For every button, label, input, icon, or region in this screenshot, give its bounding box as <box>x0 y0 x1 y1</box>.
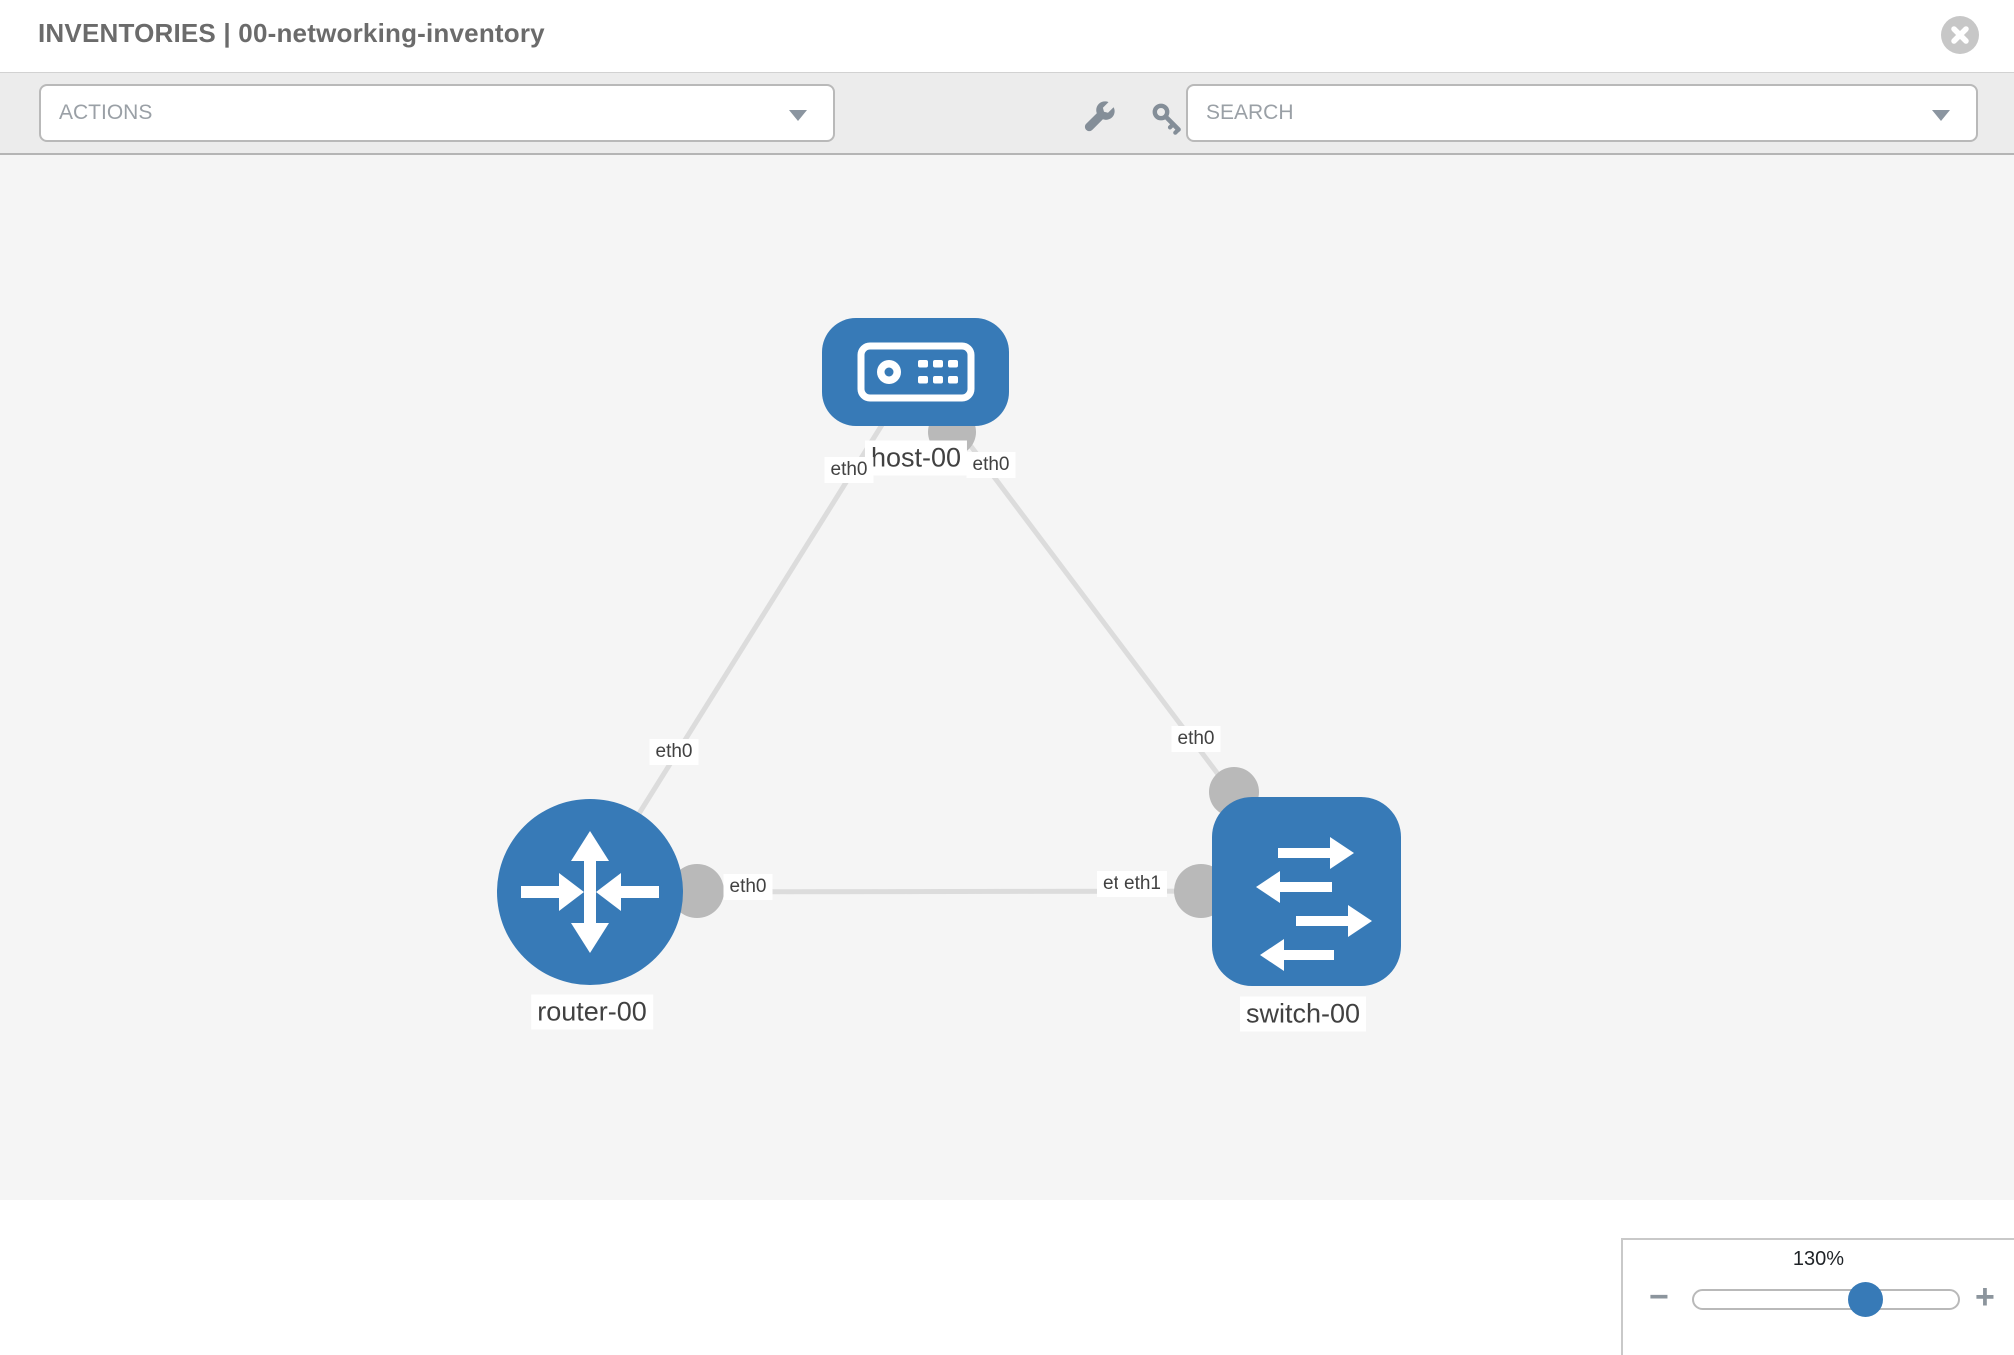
page-title: INVENTORIES | 00-networking-inventory <box>38 18 545 48</box>
close-icon <box>1951 26 1969 44</box>
wrench-icon[interactable] <box>1083 101 1117 135</box>
if-label-switch-to-router: eth1 <box>1118 871 1167 897</box>
if-label-router-to-host: eth0 <box>649 739 699 765</box>
if-label-host-to-switch: eth0 <box>966 452 1016 478</box>
actions-dropdown[interactable]: ACTIONS <box>39 84 835 142</box>
switch-icon <box>1256 837 1372 971</box>
node-label-host: host-00 <box>864 440 968 476</box>
close-button[interactable] <box>1941 16 1979 54</box>
chevron-down-icon <box>789 110 807 121</box>
zoom-out-button[interactable]: − <box>1649 1278 1669 1316</box>
interface-connectors <box>670 408 1259 918</box>
zoom-in-button[interactable]: + <box>1975 1278 1995 1316</box>
zoom-slider-thumb[interactable] <box>1848 1282 1883 1317</box>
chevron-down-icon <box>1932 110 1950 121</box>
header-bar: INVENTORIES | 00-networking-inventory <box>0 0 2014 72</box>
topology-canvas[interactable]: host-00 router-00 switch-00 eth0 eth0 et… <box>0 155 2014 1355</box>
zoom-slider-track[interactable] <box>1692 1289 1960 1310</box>
if-label-host-to-router: eth0 <box>824 457 874 483</box>
zoom-level-value: 130% <box>1792 1248 1845 1270</box>
node-router[interactable] <box>497 799 683 985</box>
search-placeholder: SEARCH <box>1206 101 1294 124</box>
node-host[interactable] <box>822 318 1009 426</box>
key-icon[interactable] <box>1150 101 1184 135</box>
if-label-switch-to-host: eth0 <box>1171 726 1221 752</box>
connector-router-eth0[interactable] <box>670 864 724 918</box>
host-icon <box>857 342 975 402</box>
zoom-control-panel: 130% − + <box>1621 1238 2014 1355</box>
if-label-switch-overlap-group: eth0 eth1 <box>1097 871 1167 897</box>
node-switch[interactable] <box>1212 797 1401 986</box>
node-label-switch: switch-00 <box>1239 996 1367 1032</box>
router-icon <box>521 831 659 953</box>
node-label-router: router-00 <box>531 994 653 1030</box>
if-label-router-to-switch: eth0 <box>723 874 773 900</box>
search-dropdown[interactable]: SEARCH <box>1186 84 1978 142</box>
toolbar: ACTIONS SEARCH <box>0 72 2014 155</box>
actions-dropdown-label: ACTIONS <box>59 101 153 124</box>
